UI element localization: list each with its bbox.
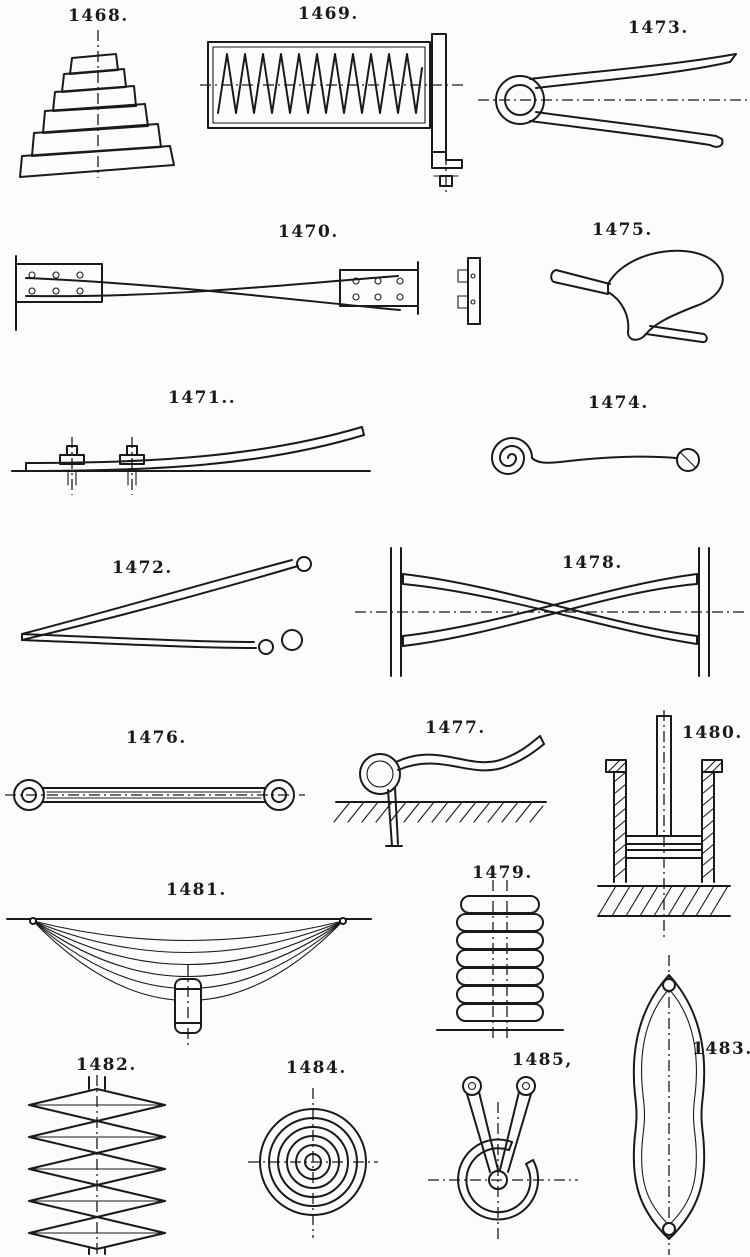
figure-1485-shackle-ring-drawing — [428, 1076, 578, 1240]
end-view — [457, 257, 481, 325]
spiral-coil — [491, 437, 533, 475]
figure-1482-label: 1482. — [76, 1055, 137, 1075]
figure-1472-carriage-spring-drawing — [21, 556, 312, 655]
figure-1482-disc-spring-stack-drawing — [28, 1075, 166, 1255]
right-riveted-clamp — [339, 261, 419, 315]
mounting-bracket — [431, 33, 463, 193]
figure-1478-crossed-blades-drawing — [355, 547, 745, 677]
figure-1476-eye-link-drawing — [5, 779, 305, 811]
cylinder-walls — [605, 759, 723, 883]
figure-1470-crossed-leaf-spring-drawing — [15, 255, 481, 331]
leaf-lower — [25, 275, 399, 298]
figure-1469-zigzag-spring-case-drawing — [200, 33, 465, 193]
figure-1470-label: 1470. — [278, 222, 339, 242]
piston-rod — [656, 715, 672, 837]
figure-1469-label: 1469. — [298, 4, 359, 24]
figure-1477-torsion-loop-spring-drawing — [333, 735, 547, 847]
figure-1485-label: 1485, — [512, 1050, 573, 1070]
figure-1481-label: 1481. — [166, 880, 227, 900]
figure-1477-label: 1477. — [425, 718, 486, 738]
figure-1475-label: 1475. — [592, 220, 653, 240]
hatched-base — [597, 885, 731, 917]
figure-1484-label: 1484. — [286, 1058, 347, 1078]
figure-1480-label: 1480. — [682, 723, 743, 743]
figure-1468-label: 1468. — [68, 6, 129, 26]
figure-1479-ring-column-drawing — [436, 880, 564, 1040]
spring-case — [207, 41, 431, 129]
figure-1481-hammock-spring-drawing — [6, 917, 372, 1045]
figure-1473-hairpin-spring-drawing — [478, 53, 748, 148]
figure-1483-pod-spring-drawing — [632, 955, 706, 1255]
piston-plates — [625, 835, 703, 859]
figure-1474-label: 1474. — [588, 393, 649, 413]
figure-1472-label: 1472. — [112, 558, 173, 578]
clamp-bolt-right — [119, 437, 145, 495]
figure-1474-spiral-spring-drawing — [491, 437, 700, 475]
figure-1471-clamped-flat-spring-drawing — [11, 426, 371, 495]
figure-1479-label: 1479. — [472, 863, 533, 883]
roller-eye — [676, 448, 700, 472]
figure-1475-wing-spring-drawing — [550, 249, 724, 344]
figure-1478-label: 1478. — [562, 553, 623, 573]
spring-arm — [531, 455, 677, 464]
zigzag-spring — [217, 53, 423, 114]
figure-1473-label: 1473. — [628, 18, 689, 38]
ground-hatching — [333, 801, 544, 823]
figure-1476-label: 1476. — [126, 728, 187, 748]
figure-1483-label: 1483. — [692, 1039, 750, 1059]
figure-1484-coil-end-view-drawing — [248, 1088, 378, 1238]
figure-1468-stepped-spring-drawing — [19, 30, 175, 178]
figure-1471-label: 1471.. — [168, 388, 237, 408]
figure-1480-buffer-cylinder-drawing — [597, 710, 731, 938]
clamp-bolt-left — [59, 437, 85, 495]
